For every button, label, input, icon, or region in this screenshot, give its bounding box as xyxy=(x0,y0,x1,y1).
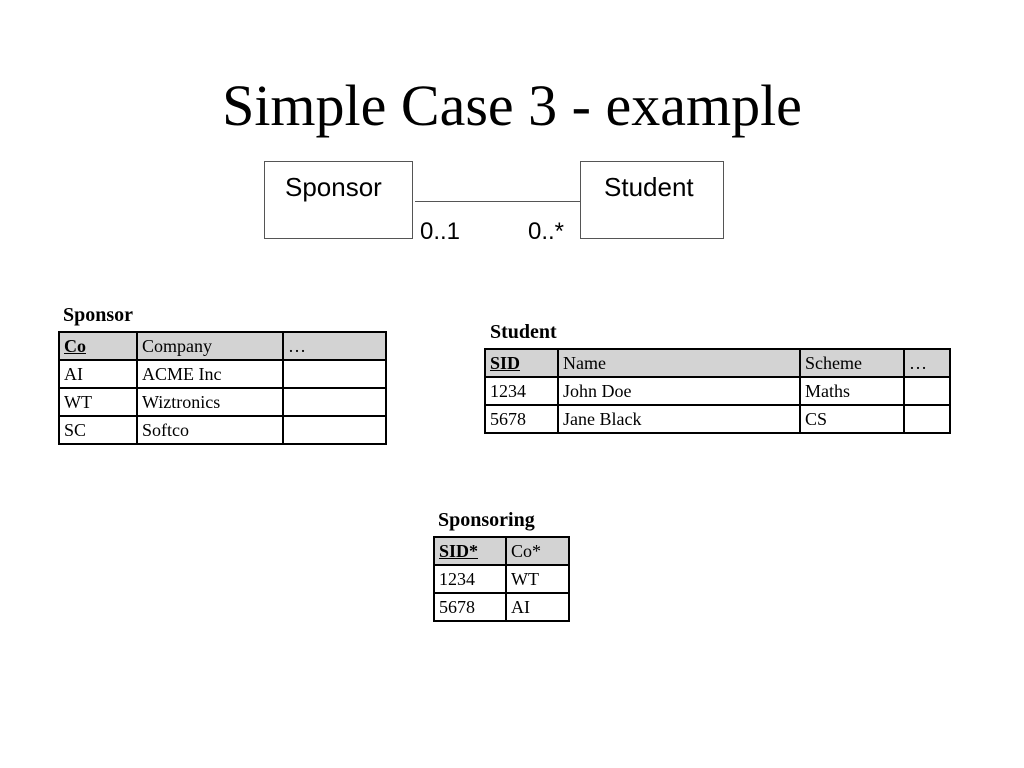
header-cell: Co xyxy=(58,331,138,361)
table-cell: 1234 xyxy=(484,376,559,406)
uml-class-sponsor-label: Sponsor xyxy=(285,172,382,202)
table-cell: ACME Inc xyxy=(136,359,284,389)
table-cell: Maths xyxy=(799,376,905,406)
table-row: 5678 Jane Black CS xyxy=(484,404,951,434)
table-row: 1234 WT xyxy=(433,564,570,594)
student-table-caption: Student xyxy=(490,321,557,343)
table-cell: 5678 xyxy=(433,592,507,622)
header-cell: Company xyxy=(136,331,284,361)
header-cell: Name xyxy=(557,348,801,378)
multiplicity-sponsor-end: 0..1 xyxy=(420,218,461,245)
student-table: SID Name Scheme … 1234 John Doe Maths 56… xyxy=(484,348,951,434)
table-cell: AI xyxy=(505,592,570,622)
header-cell: Co* xyxy=(505,536,570,566)
table-row: SC Softco xyxy=(58,415,387,445)
table-cell: WT xyxy=(505,564,570,594)
header-cell: SID* xyxy=(433,536,507,566)
table-header-row: Co Company … xyxy=(58,331,387,361)
table-cell xyxy=(903,404,951,434)
table-cell: AI xyxy=(58,359,138,389)
table-header-row: SID* Co* xyxy=(433,536,570,566)
slide-title: Simple Case 3 - example xyxy=(222,73,802,138)
table-cell xyxy=(282,387,387,417)
table-cell: Softco xyxy=(136,415,284,445)
header-cell: Scheme xyxy=(799,348,905,378)
table-cell xyxy=(903,376,951,406)
table-cell: 5678 xyxy=(484,404,559,434)
sponsor-table-caption: Sponsor xyxy=(63,304,134,326)
header-cell: SID xyxy=(484,348,559,378)
table-row: WT Wiztronics xyxy=(58,387,387,417)
table-cell: 1234 xyxy=(433,564,507,594)
multiplicity-student-end: 0..* xyxy=(528,218,565,245)
table-row: 1234 John Doe Maths xyxy=(484,376,951,406)
uml-class-sponsor: Sponsor xyxy=(264,161,413,239)
uml-class-student-label: Student xyxy=(604,172,694,202)
table-cell: John Doe xyxy=(557,376,801,406)
table-cell: Wiztronics xyxy=(136,387,284,417)
table-cell xyxy=(282,359,387,389)
table-cell: SC xyxy=(58,415,138,445)
table-cell xyxy=(282,415,387,445)
table-row: AI ACME Inc xyxy=(58,359,387,389)
table-cell: WT xyxy=(58,387,138,417)
uml-class-student: Student xyxy=(580,161,724,239)
association-line xyxy=(415,201,580,202)
table-cell: CS xyxy=(799,404,905,434)
table-row: 5678 AI xyxy=(433,592,570,622)
header-cell: … xyxy=(903,348,951,378)
table-header-row: SID Name Scheme … xyxy=(484,348,951,378)
sponsoring-table: SID* Co* 1234 WT 5678 AI xyxy=(433,536,570,622)
table-cell: Jane Black xyxy=(557,404,801,434)
header-cell: … xyxy=(282,331,387,361)
sponsoring-table-caption: Sponsoring xyxy=(438,509,535,531)
sponsor-table: Co Company … AI ACME Inc WT Wiztronics S… xyxy=(58,331,387,445)
